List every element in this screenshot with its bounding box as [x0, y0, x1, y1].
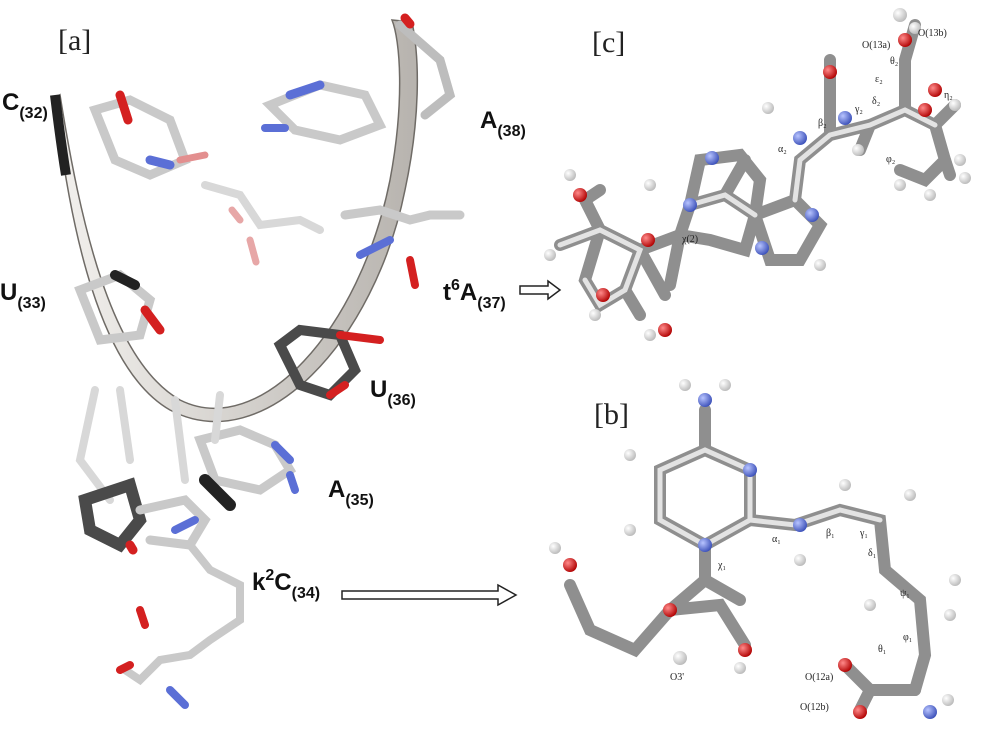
label-o13b: O(13b): [918, 28, 947, 39]
molecule-c-atoms: [544, 8, 971, 341]
label-theta1: θ₁: [878, 644, 886, 655]
label-theta2: θ₂: [890, 56, 898, 67]
label-psi1: ψ₁: [900, 588, 910, 599]
label-o3prime: O3': [670, 672, 684, 683]
label-beta2: β₂: [818, 118, 827, 129]
label-eta2: η₂: [944, 90, 953, 101]
residue-label-u36: U(36): [370, 376, 416, 409]
panel-a-label: [a]: [58, 24, 91, 57]
residue-label-u33: U(33): [0, 279, 46, 312]
arrow-to-panel-c: [519, 279, 562, 301]
label-gamma1: γ₁: [859, 528, 868, 539]
label-o12b: O(12b): [800, 702, 829, 713]
label-beta1: β₁: [826, 528, 835, 539]
label-alpha2: α₂: [778, 144, 787, 155]
label-o12a: O(12a): [805, 672, 833, 683]
residue-label-a38: A(38): [480, 107, 526, 140]
nucleotide-sticks: [74, 13, 465, 709]
label-eps2: ε₂: [875, 74, 883, 85]
residue-label-k2c34: k2C(34): [252, 567, 320, 602]
panel-b: [b]: [549, 379, 961, 719]
molecule-b-bonds: [564, 404, 932, 716]
label-delta2: δ₂: [872, 96, 880, 107]
residue-label-a35: A(35): [328, 476, 374, 509]
panel-b-label: [b]: [594, 398, 629, 431]
residue-label-c32: C(32): [2, 89, 48, 122]
label-phi1: φ₁: [903, 632, 912, 643]
label-delta1: δ₁: [868, 548, 876, 559]
label-o13a: O(13a): [862, 40, 890, 51]
label-phi2: φ₂: [886, 154, 895, 165]
label-alpha1: α₁: [772, 534, 781, 545]
molecule-b-atoms: [549, 379, 961, 719]
arrow-to-panel-b: [341, 583, 518, 607]
panel-c: [c]: [544, 8, 971, 341]
residue-label-t6a37: t6A(37): [443, 277, 506, 312]
label-chi1: χ₁: [717, 560, 726, 571]
molecule-c-bonds: [554, 19, 961, 321]
panel-c-label: [c]: [592, 26, 625, 59]
ribbon-edge: [50, 94, 71, 176]
label-chi2: χ(2): [681, 234, 698, 245]
label-gamma2: γ₂: [854, 104, 863, 115]
panel-a: [a] C(32) A(38) t6A(37) U(33) U(36) A(35…: [0, 13, 526, 709]
